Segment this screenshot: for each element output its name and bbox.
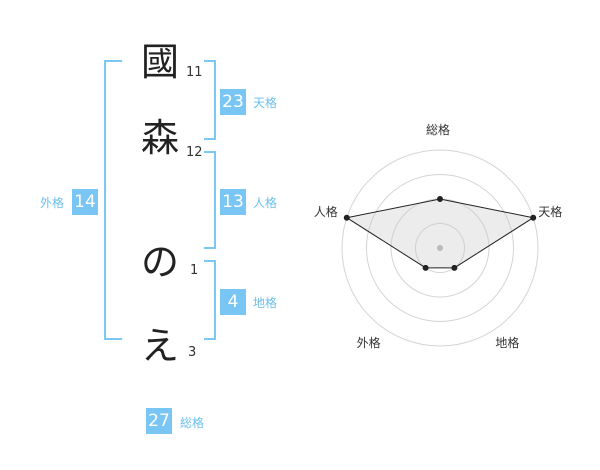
radar-center-dot — [437, 245, 443, 251]
radar-area — [345, 198, 535, 269]
radar-axis-label-5: 人格 — [313, 204, 338, 219]
jinkaku-bracket — [204, 151, 216, 249]
stroke-count-3: 1 — [190, 263, 199, 278]
radar-ring-4 — [341, 149, 539, 347]
radar-axis-label-4: 外格 — [356, 336, 381, 351]
radar-axis-label-1: 総格 — [426, 123, 451, 137]
name-char-4: え — [140, 324, 179, 368]
radar-point-3 — [451, 264, 458, 271]
radar-point-1 — [437, 196, 443, 202]
radar-ring-1 — [415, 223, 465, 273]
radar-point-4 — [422, 264, 429, 271]
radar-ring-3 — [366, 174, 514, 322]
name-char-3: の — [140, 240, 179, 284]
radar-point-2 — [530, 214, 537, 221]
soukaku-value: 27 — [146, 408, 172, 434]
tenkaku-label: 天格 — [253, 96, 278, 110]
chikaku-label: 地格 — [253, 296, 278, 310]
gaikaku-value: 14 — [72, 189, 98, 215]
stroke-count-1: 11 — [186, 65, 203, 80]
stroke-count-2: 12 — [186, 145, 203, 160]
tenkaku-bracket — [204, 60, 216, 140]
radar-axis-label-2: 天格 — [538, 204, 563, 219]
jinkaku-value: 13 — [220, 189, 246, 215]
name-char-1: 國 — [140, 40, 179, 84]
tenkaku-value: 23 — [220, 89, 246, 115]
gaikaku-label: 外格 — [40, 196, 65, 210]
chikaku-bracket — [204, 260, 216, 340]
jinkaku-label: 人格 — [253, 196, 278, 210]
stroke-count-4: 3 — [188, 345, 197, 360]
chikaku-value: 4 — [220, 289, 246, 315]
radar-point-5 — [343, 214, 350, 221]
gaikaku-bracket — [104, 60, 122, 340]
soukaku-label: 総格 — [180, 416, 205, 430]
name-char-2: 森 — [140, 116, 179, 160]
radar-axis-label-3: 地格 — [495, 336, 520, 351]
radar-chart — [341, 149, 539, 347]
